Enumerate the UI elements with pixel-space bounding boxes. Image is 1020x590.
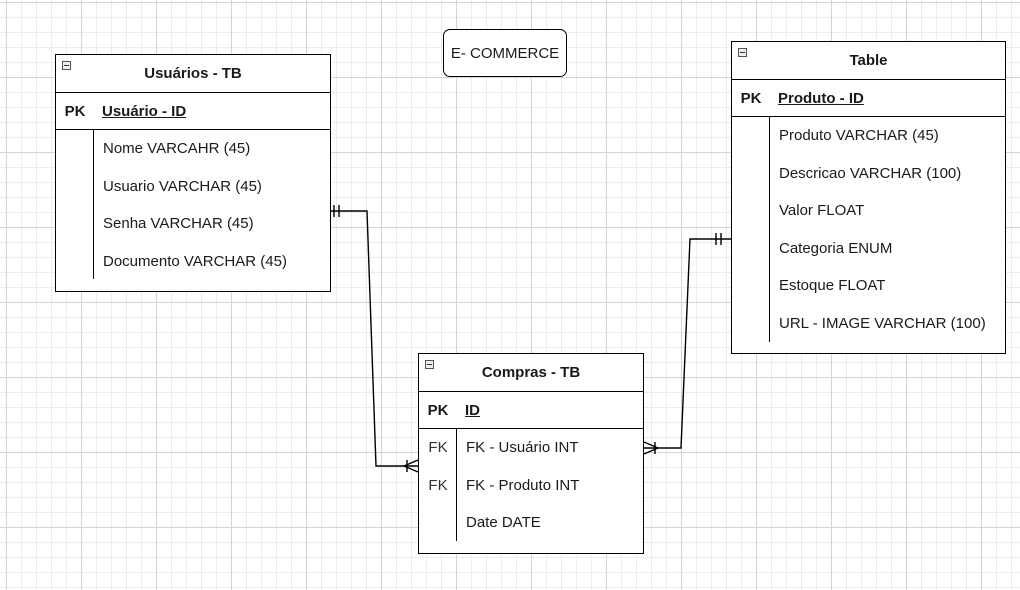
crows-foot-marker xyxy=(403,465,419,473)
field-name: Estoque FLOAT xyxy=(779,277,886,295)
relationship-produto-compras xyxy=(644,238,731,449)
entity-produto[interactable]: Table PK Produto - ID Produto VARCHAR (4… xyxy=(731,41,1006,354)
field-row[interactable]: URL - IMAGE VARCHAR (100) xyxy=(732,305,1005,343)
field-row[interactable]: Categoria ENUM xyxy=(732,230,1005,268)
crows-foot-marker xyxy=(403,459,419,467)
field-name: Usuario VARCHAR (45) xyxy=(103,177,262,195)
diagram-title[interactable]: E- COMMERCE xyxy=(443,29,567,77)
pk-field: Produto - ID xyxy=(778,89,864,107)
crows-foot-marker xyxy=(643,447,659,455)
field-row[interactable]: Produto VARCHAR (45) xyxy=(732,117,1005,155)
collapse-icon[interactable] xyxy=(738,48,747,57)
collapse-icon[interactable] xyxy=(425,360,434,369)
entity-title: Usuários - TB xyxy=(144,65,242,82)
field-name: Documento VARCHAR (45) xyxy=(103,252,287,270)
primary-key-row[interactable]: PK Produto - ID xyxy=(732,80,1005,117)
field-list: Produto VARCHAR (45) Descricao VARCHAR (… xyxy=(732,117,1005,342)
field-name: FK - Usuário INT xyxy=(466,439,579,457)
relationship-usuarios-compras xyxy=(331,210,418,467)
entity-usuarios[interactable]: Usuários - TB PK Usuário - ID Nome VARCA… xyxy=(55,54,331,292)
fk-label: FK xyxy=(428,476,448,494)
entity-header[interactable]: Usuários - TB xyxy=(56,55,330,93)
field-row[interactable]: FK FK - Produto INT xyxy=(419,467,643,505)
column-divider xyxy=(769,117,771,342)
entity-title: Table xyxy=(849,52,888,69)
pk-label: PK xyxy=(740,89,762,107)
field-row[interactable]: Nome VARCAHR (45) xyxy=(56,130,330,168)
field-list: Nome VARCAHR (45) Usuario VARCHAR (45) S… xyxy=(56,130,330,280)
fk-label: FK xyxy=(428,439,448,457)
field-name: FK - Produto INT xyxy=(466,476,580,494)
pk-label: PK xyxy=(64,102,86,120)
field-name: Valor FLOAT xyxy=(779,202,865,220)
field-name: Descricao VARCHAR (100) xyxy=(779,164,962,182)
column-divider xyxy=(456,429,458,541)
entity-header[interactable]: Table xyxy=(732,42,1005,80)
field-row[interactable]: Valor FLOAT xyxy=(732,192,1005,230)
field-name: Produto VARCHAR (45) xyxy=(779,127,939,145)
column-divider xyxy=(93,130,95,279)
crows-foot-marker xyxy=(643,441,659,449)
field-row[interactable]: Estoque FLOAT xyxy=(732,267,1005,305)
entity-title: Compras - TB xyxy=(481,364,581,381)
entity-compras[interactable]: Compras - TB PK ID FK FK - Usuário INT F… xyxy=(418,353,644,554)
collapse-icon[interactable] xyxy=(62,61,71,70)
entity-header[interactable]: Compras - TB xyxy=(419,354,643,392)
field-name: Date DATE xyxy=(466,514,541,532)
field-row[interactable]: Usuario VARCHAR (45) xyxy=(56,168,330,206)
field-name: Senha VARCHAR (45) xyxy=(103,215,254,233)
field-row[interactable]: Documento VARCHAR (45) xyxy=(56,243,330,281)
primary-key-row[interactable]: PK ID xyxy=(419,392,643,429)
field-name: Nome VARCAHR (45) xyxy=(103,140,251,158)
field-row[interactable]: Date DATE xyxy=(419,504,643,542)
field-list: FK FK - Usuário INT FK FK - Produto INT … xyxy=(419,429,643,542)
field-row[interactable]: Descricao VARCHAR (100) xyxy=(732,155,1005,193)
field-row[interactable]: Senha VARCHAR (45) xyxy=(56,205,330,243)
pk-field: Usuário - ID xyxy=(102,102,187,120)
field-name: URL - IMAGE VARCHAR (100) xyxy=(779,314,986,332)
field-row[interactable]: FK FK - Usuário INT xyxy=(419,429,643,467)
pk-field: ID xyxy=(465,401,480,419)
field-name: Categoria ENUM xyxy=(779,239,893,257)
primary-key-row[interactable]: PK Usuário - ID xyxy=(56,93,330,130)
pk-label: PK xyxy=(427,401,449,419)
